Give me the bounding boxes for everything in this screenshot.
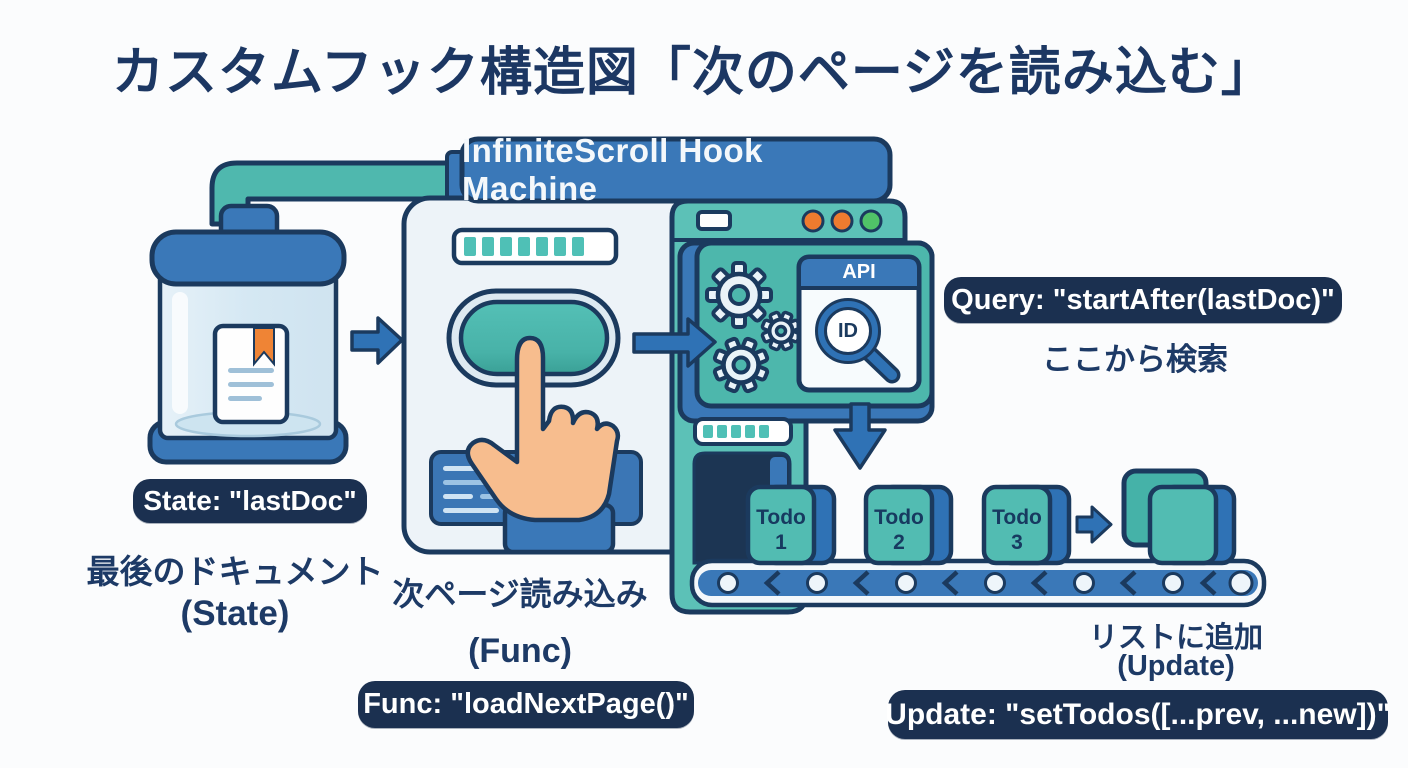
query-caption-jp: ここから検索 [1042,342,1228,377]
hand-cursor-icon [465,335,621,555]
vent-slot-icon [696,210,732,231]
arrow-right-icon [1075,505,1113,544]
pipe [209,150,471,227]
todo-box [745,484,837,566]
roller-icon [1228,570,1254,596]
todo-box [863,484,954,566]
query-panel [677,240,935,424]
gear-icon [705,261,773,329]
query-pill: Query: "startAfter(lastDoc)" [944,277,1342,323]
progress-bar-icon [451,227,619,266]
arrow-down-icon [833,402,887,470]
id-lens-label: ID [838,319,858,342]
gear-icon [712,336,770,394]
stacked-items-icon [1121,468,1237,566]
magnifier-icon [815,298,901,384]
func-caption-en: (Func) [468,632,572,670]
jar-top-lid [149,229,347,287]
todo-box-label: Todo 3 [992,505,1042,554]
func-pill: Func: "loadNextPage()" [358,681,694,728]
status-dot-orange [801,209,825,233]
state-caption-en: (State) [180,594,290,633]
machine-header [459,136,893,204]
roller-icon [717,572,739,594]
todo-box [981,484,1072,566]
api-title: API [842,261,876,283]
gear-icon [760,310,802,352]
roller-icon [806,572,828,594]
update-caption-en: (Update) [1117,650,1235,682]
state-pill: State: "lastDoc" [133,479,367,523]
bookmark-icon [253,327,275,367]
func-caption-jp: 次ページ読み込み [392,576,648,612]
state-caption-jp: 最後のドキュメント [86,553,384,590]
state-jar [147,203,349,465]
update-pill: Update: "setTodos([...prev, ...new])" [885,690,1391,739]
update-caption-jp: リストに追加 [1088,622,1263,654]
todo-box-label: Todo 2 [874,505,924,554]
roller-icon [984,572,1006,594]
conveyor-belt [689,558,1267,608]
status-dot-green [859,209,883,233]
status-dot-orange [830,209,854,233]
roller-icon [895,572,917,594]
roller-icon [1073,572,1095,594]
arrow-right-icon [350,316,404,365]
arrow-right-icon [632,317,717,368]
todo-box-label: Todo 1 [756,505,806,554]
machine-header-label: InfiniteScroll Hook Machine [462,132,764,207]
api-window [796,254,922,393]
page-title: カスタムフック構造図「次のページを読み込む」 [112,44,1274,102]
roller-icon [1162,572,1184,594]
document-icon [212,323,290,425]
